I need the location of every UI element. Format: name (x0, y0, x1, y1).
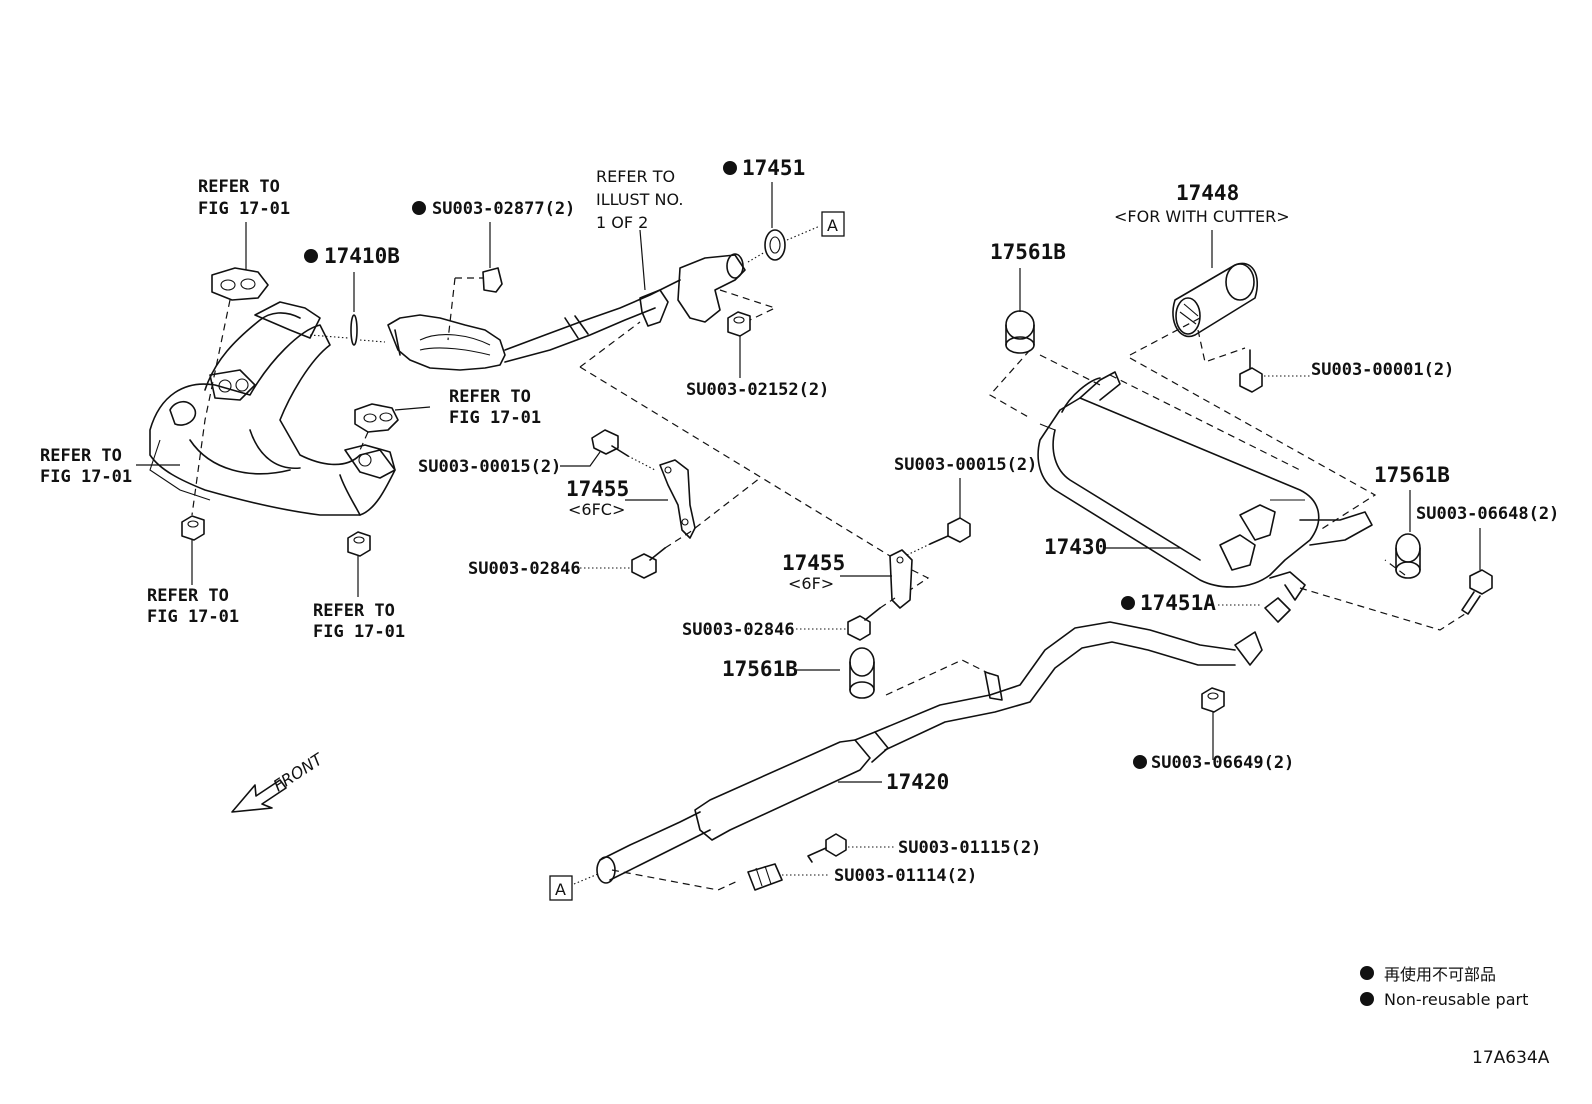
legend: 再使用不可部品 Non-reusable part (1360, 960, 1528, 1012)
gasket-17451 (764, 229, 786, 261)
nut-su003-06649 (1201, 687, 1225, 713)
refer-text-line2: FIG 17-01 (147, 607, 239, 627)
part-su003-02846-mid-label: SU003-02846 (682, 620, 795, 640)
front-pipe-catalyst (387, 253, 746, 371)
legend-en-text: Non-reusable part (1384, 989, 1529, 1009)
refer-text-line1: REFER TO (147, 586, 229, 606)
part-17448-sub: <FOR WITH CUTTER> (1114, 207, 1290, 226)
label-refer-fig-bottom-left: REFER TO FIG 17-01 (147, 586, 239, 627)
refer-illust-line3: 1 OF 2 (596, 213, 648, 232)
gasket-17410b (350, 314, 358, 346)
refer-text-line1: REFER TO (198, 177, 280, 197)
part-17455-6f-label: 17455 (782, 551, 845, 575)
manifold-gasket-top (211, 267, 269, 301)
front-arrow-icon (231, 779, 287, 813)
tail-pipe-assembly-17430 (1037, 371, 1373, 601)
refer-illust-line1: REFER TO (596, 167, 675, 186)
manifold-nut-right (347, 531, 371, 557)
exhaust-cutter-17448 (1172, 262, 1259, 338)
hanger-rubber-17561b-right (1395, 533, 1421, 579)
part-17451-label: 17451 (742, 156, 805, 180)
nut-su003-02152 (727, 311, 751, 337)
legend-row-en: Non-reusable part (1360, 986, 1528, 1012)
part-17430-label: 17430 (1044, 535, 1107, 559)
refer-text-line1: REFER TO (313, 601, 395, 621)
center-pipe-17420 (596, 621, 1263, 884)
bolt-su003-01114 (747, 863, 783, 891)
manifold-gasket-right (354, 403, 399, 433)
label-refer-fig-bottom-right: REFER TO FIG 17-01 (313, 601, 405, 642)
bolt-su003-00001 (1239, 349, 1263, 393)
part-17448-label: 17448 (1176, 181, 1239, 205)
part-su003-02846-left-label: SU003-02846 (468, 559, 581, 579)
part-su003-01115-label: SU003-01115(2) (898, 838, 1041, 858)
non-reusable-bullet-icon (1360, 966, 1374, 980)
label-refer-illust: REFER TO ILLUST NO. 1 OF 2 (596, 167, 683, 232)
non-reusable-bullet-icon (723, 161, 737, 175)
connection-marker-a-top: A (821, 211, 845, 237)
label-refer-fig-right: REFER TO FIG 17-01 (449, 387, 541, 428)
bolt-su003-02846-mid (847, 607, 881, 641)
part-su003-00015-mid-label: SU003-00015(2) (894, 455, 1037, 475)
manifold-nut-left (181, 515, 205, 541)
connection-marker-a-bottom: A (549, 875, 573, 901)
non-reusable-bullet-icon (1133, 755, 1147, 769)
refer-text-line1: REFER TO (40, 446, 122, 466)
refer-text-line2: FIG 17-01 (449, 408, 541, 428)
part-17410b-label: 17410B (324, 244, 400, 268)
non-reusable-bullet-icon (1360, 992, 1374, 1006)
refer-text-line2: FIG 17-01 (198, 199, 290, 219)
part-su003-00015-left-label: SU003-00015(2) (418, 457, 561, 477)
hanger-rubber-17561b-top (1005, 310, 1035, 354)
part-su003-00001-label: SU003-00001(2) (1311, 360, 1454, 380)
part-17455-6f-sub: <6F> (788, 574, 834, 593)
front-label: FRONT (270, 749, 327, 795)
bolt-su003-00015-mid (929, 517, 971, 545)
refer-illust-line2: ILLUST NO. (596, 190, 683, 209)
refer-text-line2: FIG 17-01 (313, 622, 405, 642)
label-refer-fig-top: REFER TO FIG 17-01 (198, 177, 290, 219)
gasket-17451a (1264, 597, 1291, 623)
part-17561b-right-label: 17561B (1374, 463, 1450, 487)
bolt-su003-01115 (807, 833, 847, 863)
part-17455-6fc-label: 17455 (566, 477, 629, 501)
part-su003-02152-label: SU003-02152(2) (686, 380, 829, 400)
part-su003-06649-label: SU003-06649(2) (1151, 753, 1294, 773)
non-reusable-bullet-icon (412, 201, 426, 215)
part-17451a-label: 17451A (1140, 591, 1216, 615)
box-a-bottom-label: A (555, 880, 566, 899)
part-17561b-mid-label: 17561B (722, 657, 798, 681)
label-refer-fig-left: REFER TO FIG 17-01 (40, 446, 132, 487)
bracket-17455-6fc (659, 459, 696, 539)
part-su003-02877-label: SU003-02877(2) (432, 199, 575, 219)
legend-jp-text: 再使用不可部品 (1384, 965, 1497, 984)
part-17420-label: 17420 (886, 770, 949, 794)
refer-text-line1: REFER TO (449, 387, 531, 407)
non-reusable-bullet-icon (1121, 596, 1135, 610)
part-su003-06648-label: SU003-06648(2) (1416, 504, 1559, 524)
hanger-rubber-17561b-mid (849, 647, 875, 699)
non-reusable-bullet-icon (304, 249, 318, 263)
part-su003-01114-label: SU003-01114(2) (834, 866, 977, 886)
legend-row-jp: 再使用不可部品 (1360, 960, 1528, 986)
figure-code: 17A634A (1472, 1048, 1550, 1068)
part-17455-6fc-sub: <6FC> (568, 500, 625, 519)
clip-su003-02877 (482, 267, 503, 293)
bolt-su003-06648 (1461, 569, 1493, 615)
box-a-top-label: A (827, 216, 838, 235)
bolt-su003-02846-left (631, 547, 666, 579)
refer-text-line2: FIG 17-01 (40, 467, 132, 487)
part-17561b-top-label: 17561B (990, 240, 1066, 264)
bolt-su003-00015-left (591, 429, 629, 457)
